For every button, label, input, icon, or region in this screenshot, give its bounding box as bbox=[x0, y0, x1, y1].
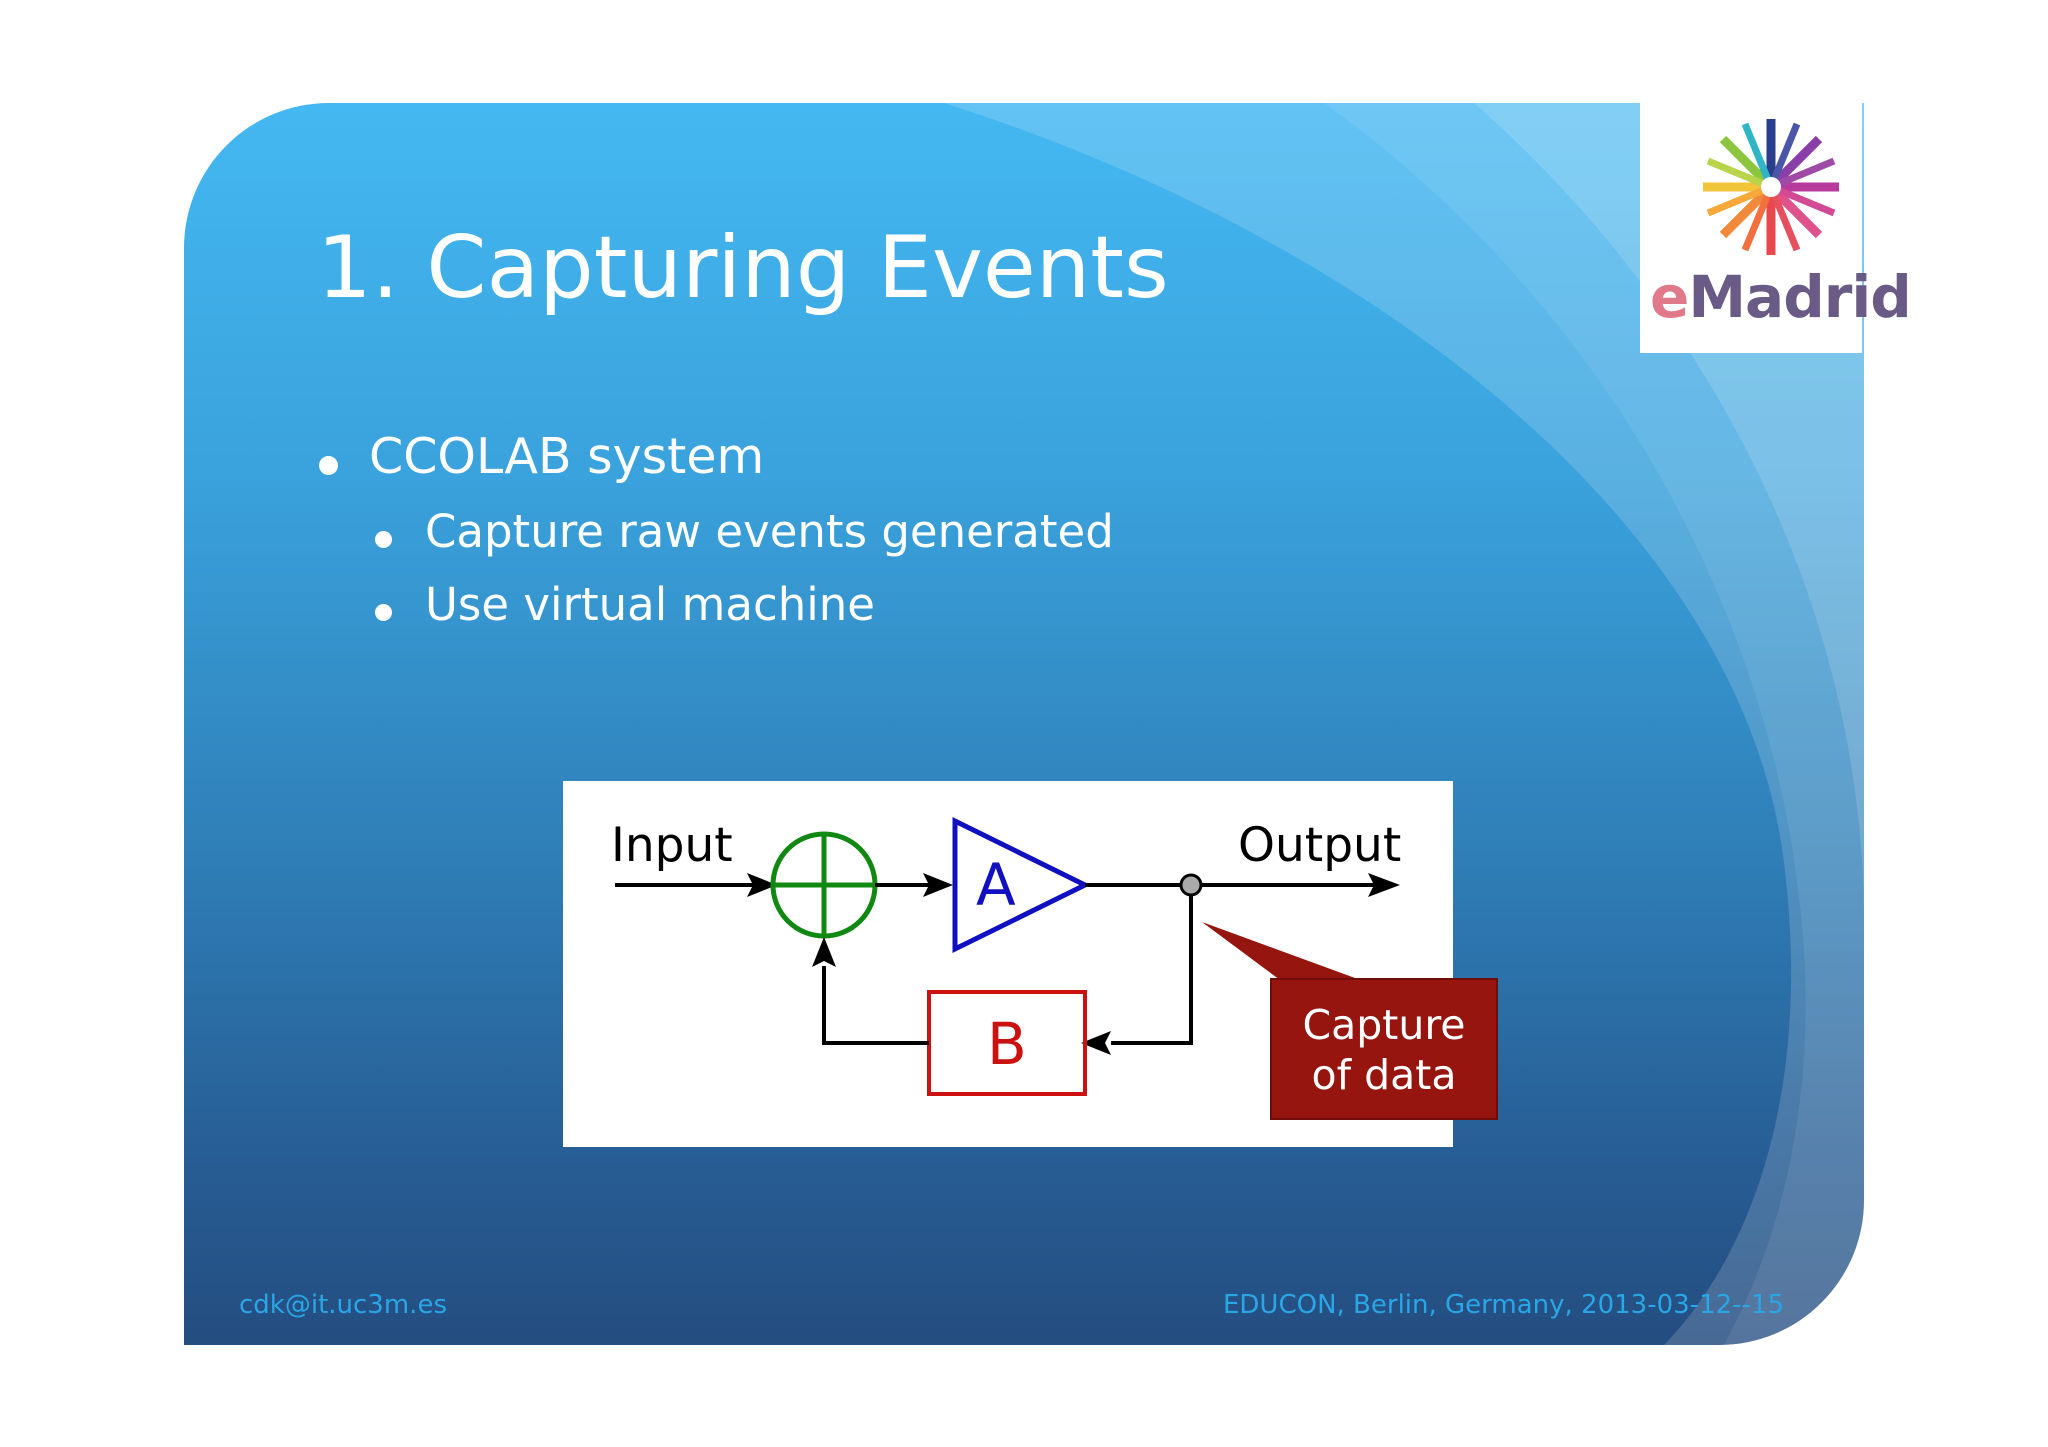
slide-background: 1. Capturing Events CCOLAB system Captur… bbox=[184, 103, 1864, 1345]
callout-line-1: Capture bbox=[1302, 1001, 1466, 1049]
feedback-line-right bbox=[1111, 895, 1193, 1045]
footer-event: EDUCON, Berlin, Germany, 2013-03-12--15 bbox=[1222, 1290, 1784, 1320]
b-arrow-icon bbox=[1081, 1031, 1111, 1055]
output-arrow-icon bbox=[1368, 873, 1400, 897]
feedback-line-left bbox=[822, 966, 929, 1045]
bullet-item: CCOLAB system bbox=[319, 428, 765, 485]
bullet-text: CCOLAB system bbox=[369, 428, 765, 485]
logo-wordmark: eMadrid bbox=[1650, 263, 1912, 331]
diagram-svg: Input Output A B bbox=[611, 816, 1401, 1096]
callout-line-2: of data bbox=[1311, 1051, 1457, 1099]
slide-title: 1. Capturing Events bbox=[317, 218, 1169, 318]
emadrid-logo: eMadrid bbox=[1640, 103, 1912, 353]
callout-pointer bbox=[1202, 922, 1355, 980]
emadrid-star-icon bbox=[1703, 119, 1839, 255]
sub-bullet-item: Use virtual machine bbox=[375, 578, 875, 631]
bullet-list: CCOLAB system Capture raw events generat… bbox=[184, 103, 1384, 703]
sub-bullet-item: Capture raw events generated bbox=[375, 505, 1114, 558]
amplifier-a-triangle bbox=[952, 816, 1091, 954]
output-label: Output bbox=[1238, 818, 1401, 873]
capture-callout: Capture of data bbox=[1270, 978, 1498, 1120]
feedback-arrow-icon bbox=[812, 937, 836, 967]
bullet-dot-icon bbox=[319, 456, 338, 475]
input-label: Input bbox=[611, 818, 733, 873]
bullet-text: Capture raw events generated bbox=[425, 505, 1114, 558]
block-a-label: A bbox=[976, 851, 1016, 919]
input-arrow-icon bbox=[747, 873, 777, 897]
bullet-dot-icon bbox=[375, 604, 392, 621]
a-arrow-icon bbox=[923, 873, 953, 897]
pickoff-node-icon bbox=[1179, 873, 1203, 897]
bullet-dot-icon bbox=[375, 531, 392, 548]
bullet-text: Use virtual machine bbox=[425, 578, 875, 631]
footer-email: cdk@it.uc3m.es bbox=[239, 1290, 447, 1320]
block-b-label: B bbox=[987, 1010, 1027, 1078]
